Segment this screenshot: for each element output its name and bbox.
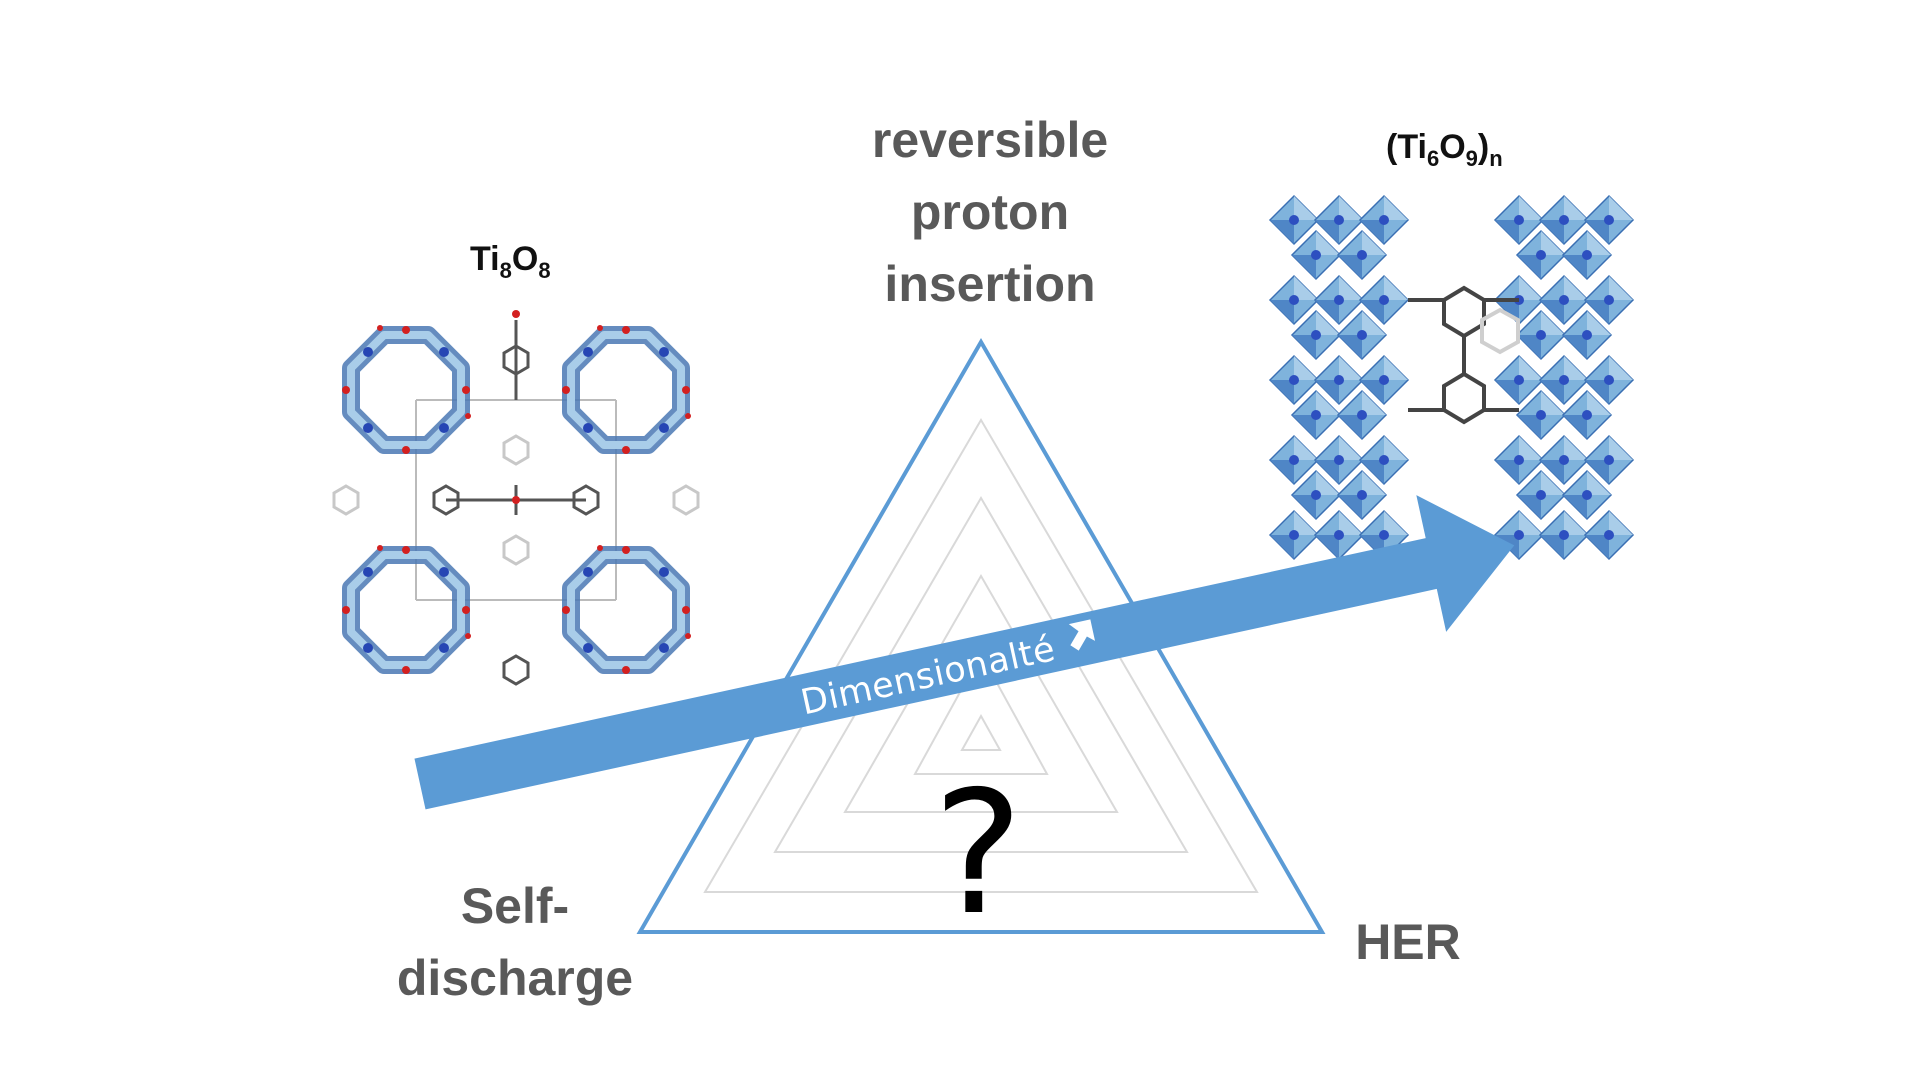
formula-subscript: n: [1489, 145, 1503, 171]
ti8o8-crystal-structure-icon: [332, 310, 716, 686]
grid-triangle: [960, 713, 1002, 751]
label-line: reversible: [871, 112, 1109, 168]
formula-subscript: 9: [1465, 145, 1478, 171]
formula-part: ): [1477, 128, 1490, 166]
formula-ti6o9n: (Ti6O9)n: [1386, 128, 1503, 172]
grid-triangle: [913, 651, 1049, 775]
label-self-discharge: Self- discharge: [380, 870, 650, 1014]
diagonal-up-right-arrow-icon: [1068, 619, 1096, 651]
label-line: Self-: [460, 878, 570, 934]
label-her: HER: [1355, 914, 1461, 970]
formula-subscript: 6: [1426, 145, 1440, 171]
ti6o9-chain-structure-icon: [1269, 195, 1634, 560]
organic-linker: [1408, 285, 1520, 425]
arrow-label: Dimensionalté: [797, 629, 1059, 723]
question-mark: ?: [933, 755, 1023, 953]
formula-part: Ti: [470, 240, 500, 278]
label-line: discharge: [396, 950, 634, 1006]
formula-part: (: [1386, 128, 1398, 166]
formula-ti8o8: Ti8O8: [470, 240, 551, 284]
formula-part: O: [1439, 128, 1466, 166]
formula-subscript: 8: [538, 257, 551, 283]
label-line: proton: [910, 184, 1070, 240]
label-reversible-proton-insertion: reversible proton insertion: [820, 104, 1160, 320]
formula-subscript: 8: [499, 257, 512, 283]
formula-part: O: [511, 240, 539, 278]
label-line: insertion: [884, 256, 1096, 312]
formula-part: Ti: [1397, 128, 1427, 166]
